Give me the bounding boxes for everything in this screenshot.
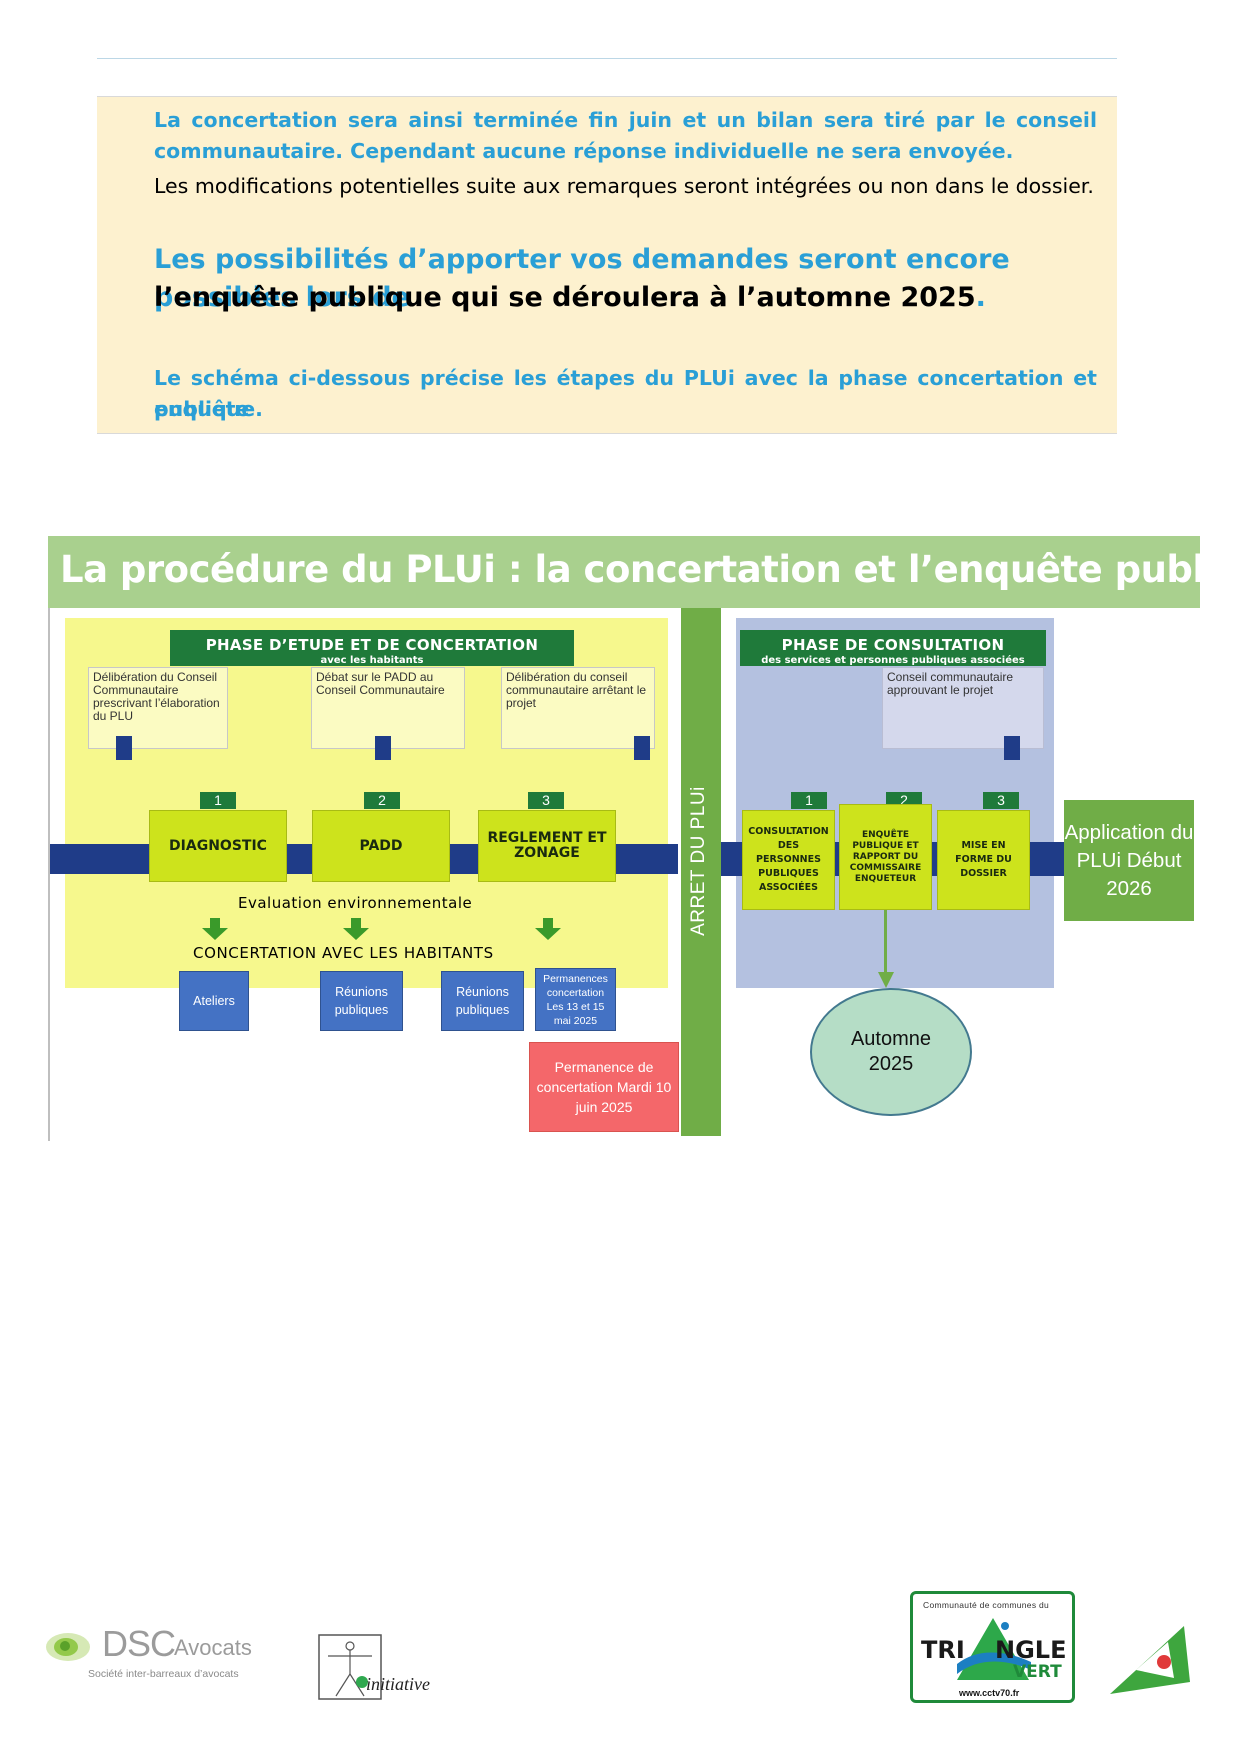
- automne-ellipse: Automne 2025: [810, 988, 972, 1116]
- box-reunions-1: Réunions publiques: [320, 971, 403, 1031]
- triangle-url: www.cctv70.fr: [959, 1688, 1020, 1698]
- evaluation-label: Evaluation environnementale: [238, 894, 473, 912]
- paragraph-possibilites-line2: l’enquête publique qui se déroulera à l’…: [154, 279, 1097, 317]
- triangle-name-end: NGLE: [995, 1636, 1067, 1664]
- initiative-label: initiative: [366, 1674, 430, 1694]
- top-rule: [97, 58, 1117, 59]
- period: .: [975, 282, 986, 313]
- tick-2: [375, 736, 391, 760]
- step3-number: 3: [528, 792, 564, 809]
- diagram-left-edge: [48, 608, 50, 1141]
- down-arrow-automne: [878, 910, 894, 988]
- triangle-vert-logo: Communauté de communes du TRI NGLE VERT …: [910, 1591, 1075, 1703]
- application-box: Application du PLUi Début 2026: [1064, 800, 1194, 921]
- procedure-diagram: La procédure du PLUi : la concertation e…: [48, 536, 1241, 1141]
- box-reunions-2: Réunions publiques: [441, 971, 524, 1031]
- enquete-text: l’enquête publique qui se déroulera à l’…: [154, 282, 976, 313]
- box-permanences: Permanences concertation Les 13 et 15 ma…: [535, 968, 616, 1031]
- dsc-name: DSC: [102, 1623, 176, 1664]
- step1-number: 1: [200, 792, 236, 809]
- phase1-note-2: Débat sur le PADD au Conseil Communautai…: [311, 667, 465, 749]
- step-reglement: REGLEMENT ET ZONAGE: [478, 810, 616, 882]
- triangle-emblem-icon: [957, 1618, 1031, 1680]
- paragraph-schema-line1: Le schéma ci-dessous précise les étapes …: [154, 366, 1097, 421]
- arret-bar: [681, 608, 721, 1136]
- diagram-title-band: La procédure du PLUi : la concertation e…: [48, 536, 1241, 608]
- paragraph-modifications: Les modifications potentielles suite aux…: [154, 174, 1094, 198]
- phase1-note-3: Délibération du conseil communautaire ar…: [501, 667, 655, 749]
- step-diagnostic: DIAGNOSTIC: [149, 810, 287, 882]
- tick-4: [1004, 736, 1020, 760]
- dsc-avocats-logo: DSC Avocats Société inter-barreaux d’avo…: [44, 1621, 274, 1691]
- phase2-note: Conseil communautaire approuvant le proj…: [882, 667, 1044, 749]
- concertation-arrows: [202, 918, 561, 940]
- triangle-name-start: TRI: [921, 1636, 965, 1664]
- p2-step-mise-en-forme: MISE EN FORME DU DOSSIER: [937, 810, 1030, 910]
- initiative-logo: initiative: [318, 1634, 438, 1706]
- paragraph-concertation-line2: communautaire. Cependant aucune réponse …: [154, 139, 1014, 163]
- diagram-title: La procédure du PLUi : la concertation e…: [60, 548, 1241, 591]
- phase1-header-subtitle: avec les habitants: [320, 655, 424, 666]
- phase1-header-title: PHASE D’ETUDE ET DE CONCERTATION: [205, 636, 539, 654]
- phase1-header: PHASE D’ETUDE ET DE CONCERTATION avec le…: [170, 630, 574, 666]
- phase2-header-title: PHASE DE CONSULTATION: [781, 636, 1005, 654]
- p2-step3-number: 3: [983, 792, 1019, 809]
- p2-step-consultation: CONSULTATION DES PERSONNES PUBLIQUES ASS…: [742, 810, 835, 910]
- p2-step1-number: 1: [791, 792, 827, 809]
- phase2-header: PHASE DE CONSULTATION des services et pe…: [740, 630, 1046, 666]
- tick-1: [116, 736, 132, 760]
- step2-number: 2: [364, 792, 400, 809]
- phase1-note-1: Délibération du Conseil Communautaire pr…: [88, 667, 228, 749]
- paragraph-schema-line2: publique.: [154, 397, 263, 421]
- triangle-top-text: Communauté de communes du: [923, 1600, 1050, 1610]
- dsc-suffix: Avocats: [174, 1635, 252, 1660]
- paragraph-concertation-line1: La concertation sera ainsi terminée fin …: [154, 108, 1097, 132]
- box-permanence-juin: Permanence de concertation Mardi 10 juin…: [529, 1042, 679, 1132]
- concertation-label: CONCERTATION AVEC LES HABITANTS: [193, 944, 494, 962]
- step-padd: PADD: [312, 810, 450, 882]
- p2-step-enquete: ENQUÊTE PUBLIQUE ET RAPPORT DU COMMISSAI…: [839, 804, 932, 910]
- triangle-vert-word: VERT: [1013, 1662, 1062, 1682]
- paragraph-possibilites-line1: Les possibilités d’apporter vos demandes…: [154, 244, 1010, 313]
- info-box: La concertation sera ainsi terminée fin …: [97, 96, 1117, 434]
- phase2-header-subtitle: des services et personnes publiques asso…: [761, 655, 1025, 666]
- tick-3: [634, 736, 650, 760]
- region-emblem-icon: [1110, 1626, 1190, 1694]
- arret-label: ARRET DU PLUi: [688, 786, 709, 936]
- vitruvian-icon: [318, 1634, 382, 1700]
- box-ateliers: Ateliers: [179, 971, 249, 1031]
- dsc-tagline: Société inter-barreaux d’avocats: [88, 1668, 239, 1680]
- dsc-leaf-icon: [46, 1633, 90, 1661]
